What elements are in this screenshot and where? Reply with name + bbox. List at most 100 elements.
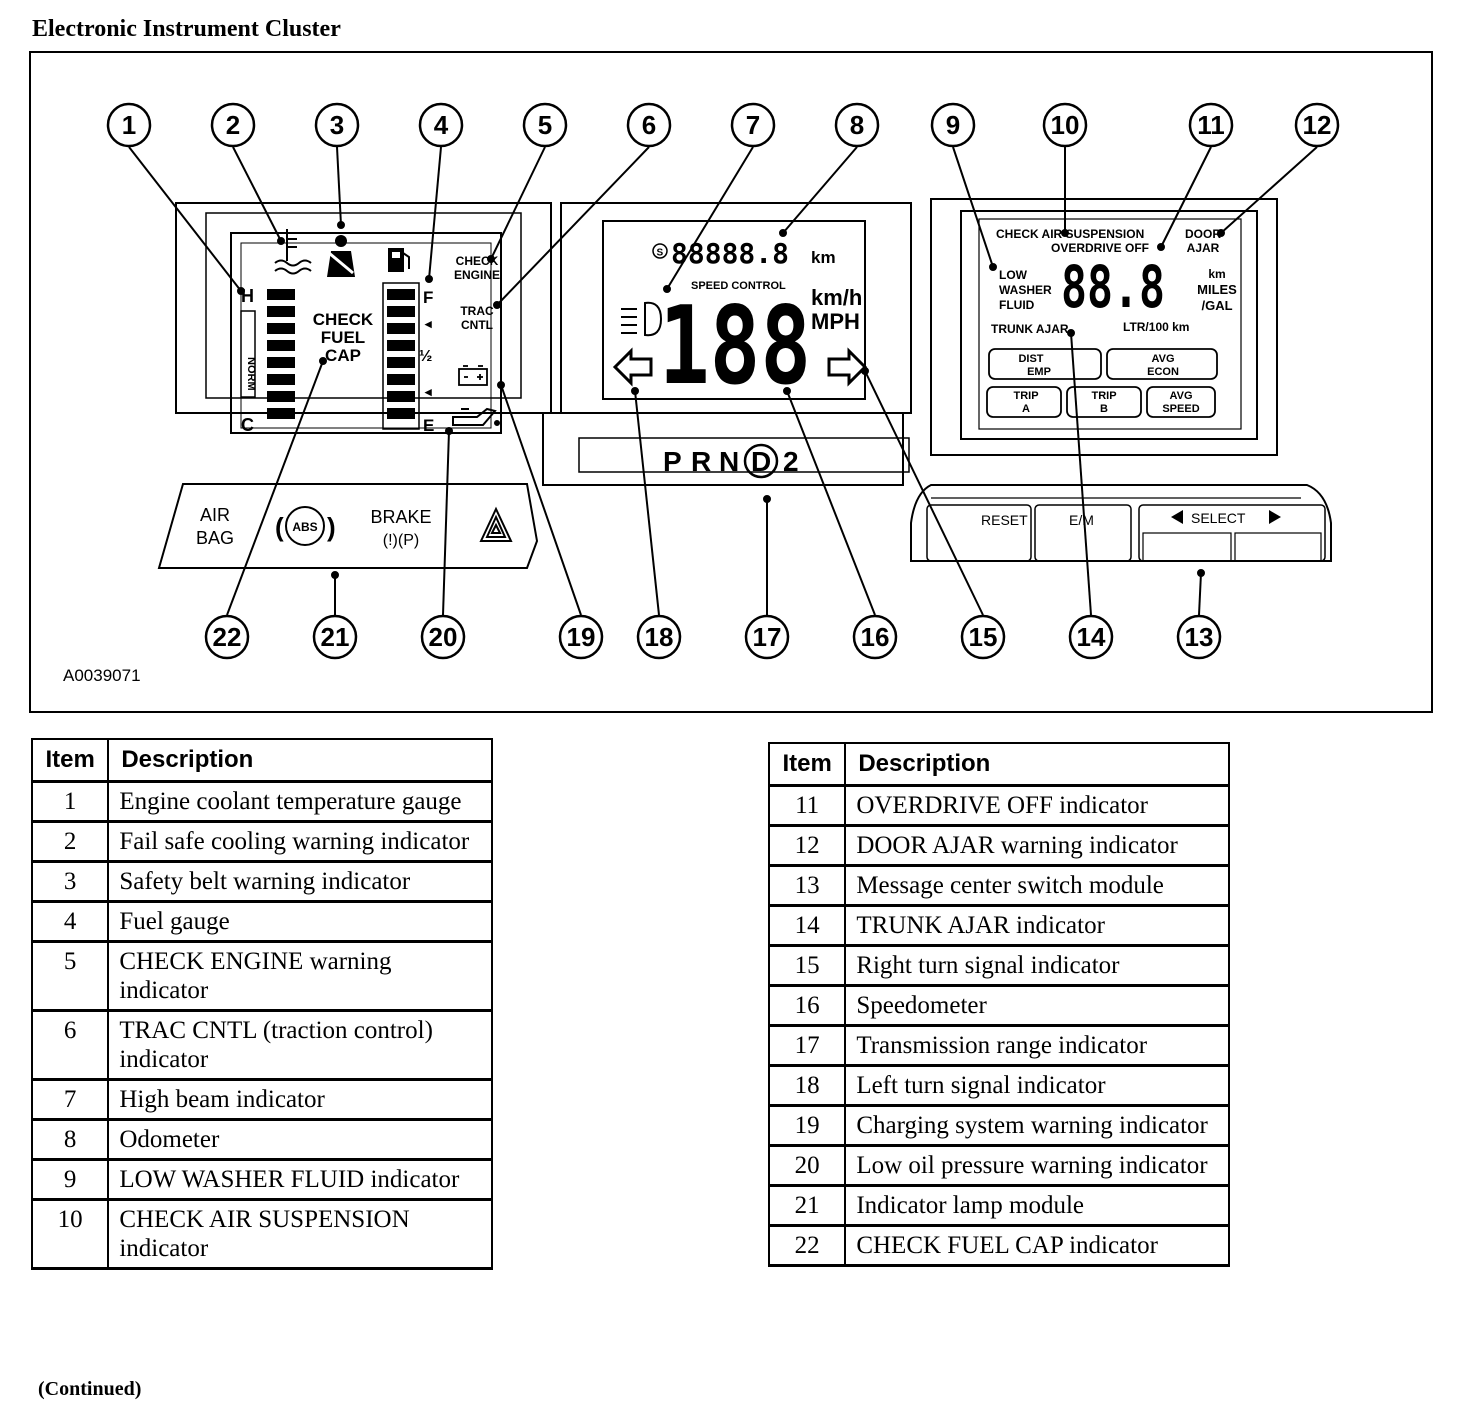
callout-leader-1: [128, 146, 242, 292]
callout-leader-8: [782, 146, 858, 234]
callout-leader-20: [442, 430, 450, 616]
callout-number-12: 12: [1303, 110, 1332, 140]
item-description: High beam indicator: [107, 1078, 493, 1121]
svg-text:DIST: DIST: [1018, 353, 1043, 365]
callout-arrowhead-6: [493, 301, 501, 309]
ltr100km-label: LTR/100 km: [1123, 320, 1189, 334]
safety-belt-icon: [327, 235, 355, 277]
callout-arrowhead-22: [319, 357, 327, 365]
callout-arrowhead-14: [1067, 329, 1075, 337]
item-description: Fuel gauge: [107, 900, 493, 943]
gauge-segment: [267, 323, 295, 334]
callout-circle-19: [558, 614, 604, 660]
callout-circle-18: [636, 614, 682, 660]
callout-arrowhead-11: [1157, 243, 1165, 251]
item-description: Indicator lamp module: [844, 1184, 1230, 1227]
callout-number-18: 18: [645, 622, 674, 652]
svg-text:◂: ◂: [424, 384, 432, 399]
reset-label: RESET: [981, 512, 1028, 528]
odometer-display: S 88888.8 km: [652, 237, 836, 270]
callout-arrowhead-12: [1217, 229, 1225, 237]
svg-text:SPEED: SPEED: [1162, 403, 1199, 415]
callout-leader-18: [634, 390, 660, 616]
svg-text:LOW: LOW: [999, 268, 1028, 282]
callout-circle-4: [418, 102, 464, 148]
callout-leader-5: [490, 146, 546, 260]
callout-leader-11: [1160, 146, 1212, 248]
oil-can-icon: [452, 407, 500, 426]
item-description: Low oil pressure warning indicator: [844, 1144, 1230, 1187]
fuel-pump-icon: [388, 248, 410, 272]
svg-text:2: 2: [783, 446, 799, 477]
callout-circle-17: [744, 614, 790, 660]
speed-control-label: SPEED CONTROL: [691, 280, 786, 292]
callout-arrowhead-4: [425, 275, 433, 283]
battery-icon: [458, 365, 488, 386]
fuel-gauge: F ◂ ½ ◂ E: [382, 248, 434, 435]
callout-leader-3: [336, 146, 342, 226]
gauge-segment: [267, 357, 295, 368]
svg-text:AVG: AVG: [1151, 353, 1174, 365]
item-number: 19: [767, 1104, 847, 1147]
callout-leader-7: [666, 146, 754, 290]
callout-circle-9: [930, 102, 976, 148]
svg-text:DOOR: DOOR: [1185, 227, 1221, 241]
callout-arrowhead-7: [663, 285, 671, 293]
gauge-segment: [267, 374, 295, 385]
callout-arrowhead-13: [1197, 569, 1205, 577]
hazard-icon: [479, 506, 513, 542]
high-beam-icon: [621, 301, 663, 337]
gauge-segment: [387, 323, 415, 334]
callout-arrowhead-10: [1061, 229, 1069, 237]
item-number: 5: [30, 940, 110, 1012]
svg-text:B: B: [1100, 403, 1108, 415]
callout-number-21: 21: [321, 622, 350, 652]
gauge-segment: [267, 391, 295, 402]
callout-number-13: 13: [1185, 622, 1214, 652]
callout-leader-15: [864, 370, 984, 616]
item-description: CHECK ENGINE warning indicator: [107, 940, 493, 1012]
svg-text:AVG: AVG: [1169, 390, 1192, 402]
item-description: Transmission range indicator: [844, 1024, 1230, 1067]
callout-leader-12: [1220, 146, 1318, 234]
gauge-segment: [387, 306, 415, 317]
svg-text:P: P: [663, 446, 682, 477]
figure-id: A0039071: [63, 666, 141, 685]
item-description: Safety belt warning indicator: [107, 860, 493, 903]
item-description: Message center switch module: [844, 864, 1230, 907]
callout-circle-16: [852, 614, 898, 660]
callout-leader-13: [1198, 572, 1202, 616]
item-number: 15: [767, 944, 847, 987]
abs-icon: ABS: [292, 520, 317, 534]
svg-text:TRIP: TRIP: [1013, 390, 1038, 402]
gauge-segment: [387, 340, 415, 351]
select-left-icon: [1171, 510, 1183, 524]
callout-circle-20: [420, 614, 466, 660]
center-speed-panel: [542, 202, 912, 486]
item-number: 16: [767, 984, 847, 1027]
callout-leader-16: [786, 390, 876, 616]
callout-circle-2: [210, 102, 256, 148]
callout-number-19: 19: [567, 622, 596, 652]
callout-circle-11: [1188, 102, 1234, 148]
gauge-norm-label: NORM: [245, 357, 257, 391]
svg-text:FUEL: FUEL: [321, 328, 365, 347]
gauge-cold-label: C: [241, 415, 254, 435]
callout-circle-12: [1294, 102, 1340, 148]
callout-number-11: 11: [1197, 110, 1225, 140]
callout-arrowhead-15: [861, 367, 869, 375]
callout-leader-14: [1070, 332, 1092, 616]
check-air-suspension-label: CHECK AIR SUSPENSION: [996, 227, 1144, 241]
gauge-segment: [267, 408, 295, 419]
column-header-description: Description: [844, 742, 1230, 787]
